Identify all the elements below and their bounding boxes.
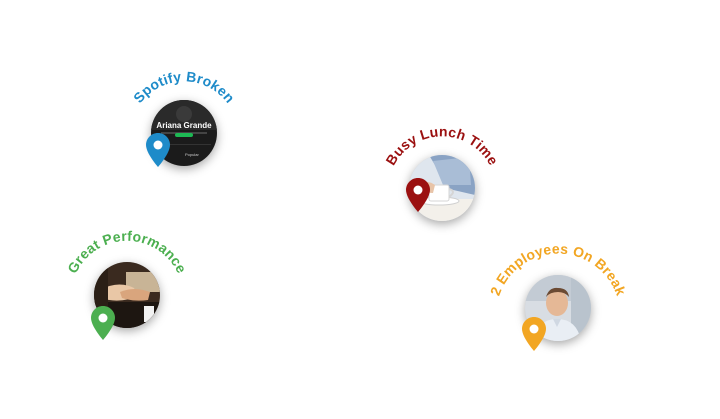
employee-portrait-photo [525,275,591,341]
map-pin-icon[interactable] [91,306,115,340]
map-pin-icon[interactable] [406,178,430,212]
marker-label-arc: Spotify Broken [130,68,238,106]
photo-artist-text: Ariana Grande [156,121,212,130]
map-pin-icon[interactable] [146,133,170,167]
marker-busy-lunch-time[interactable]: Busy Lunch Time [362,100,522,260]
marker-great-performance[interactable]: Great Performance [47,228,207,400]
marker-spotify-broken[interactable]: Spotify Broken Ariana Grande Popular [104,45,264,205]
map-pin-icon[interactable] [522,317,546,351]
marker-employees-on-break[interactable]: 2 Employees On Break [478,241,638,410]
photo-section-text: Popular [185,152,199,157]
